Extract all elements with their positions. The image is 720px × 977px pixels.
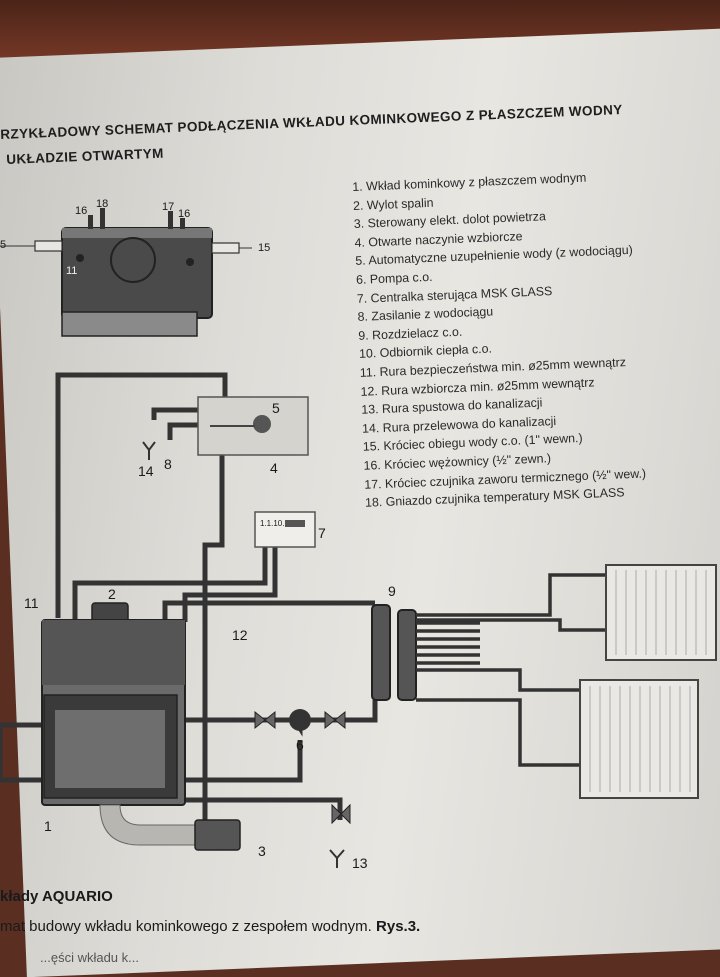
label-4: 4 [270, 460, 278, 476]
label-13: 13 [352, 855, 368, 871]
label-16a: 16 [75, 205, 88, 217]
label-15: 15 [258, 242, 271, 254]
label-5-tank: 5 [272, 400, 280, 416]
insert-top-view [0, 208, 252, 337]
label-5-left: 5 [0, 239, 7, 251]
caption-text-main: mat budowy wkładu kominkowego z zespołem… [0, 918, 377, 935]
label-9: 9 [388, 583, 396, 599]
label-12: 12 [232, 627, 248, 643]
pump-assembly [254, 709, 351, 825]
label-11-top: 11 [66, 265, 78, 277]
distributor [371, 604, 417, 701]
label-8: 8 [164, 456, 172, 472]
radiator-lower [579, 679, 699, 799]
label-14: 14 [138, 463, 154, 479]
label-2: 2 [108, 586, 116, 602]
label-7: 7 [318, 525, 326, 541]
caption-heading: kłady AQUARIO [0, 888, 113, 905]
expansion-tank [197, 396, 309, 456]
distributor-outlets [416, 573, 610, 767]
pipe-network [0, 372, 378, 840]
fireplace-insert [41, 602, 241, 851]
controller-display: 1.1.10. [260, 519, 285, 528]
drain-symbols [142, 441, 345, 868]
caption-text: mat budowy wkładu kominkowego z zespołem… [0, 918, 420, 935]
label-11: 11 [24, 595, 39, 611]
label-3: 3 [258, 843, 266, 859]
figure-number: Rys.3. [376, 918, 421, 935]
controller-unit [254, 511, 316, 548]
label-18: 18 [96, 198, 109, 210]
label-6: 6 [296, 737, 304, 753]
label-16b: 16 [178, 208, 191, 220]
radiator-upper [605, 564, 717, 661]
label-17: 17 [162, 201, 175, 213]
label-1: 1 [44, 818, 52, 834]
caption-cut-line: ...ęści wkładu k... [40, 950, 139, 965]
